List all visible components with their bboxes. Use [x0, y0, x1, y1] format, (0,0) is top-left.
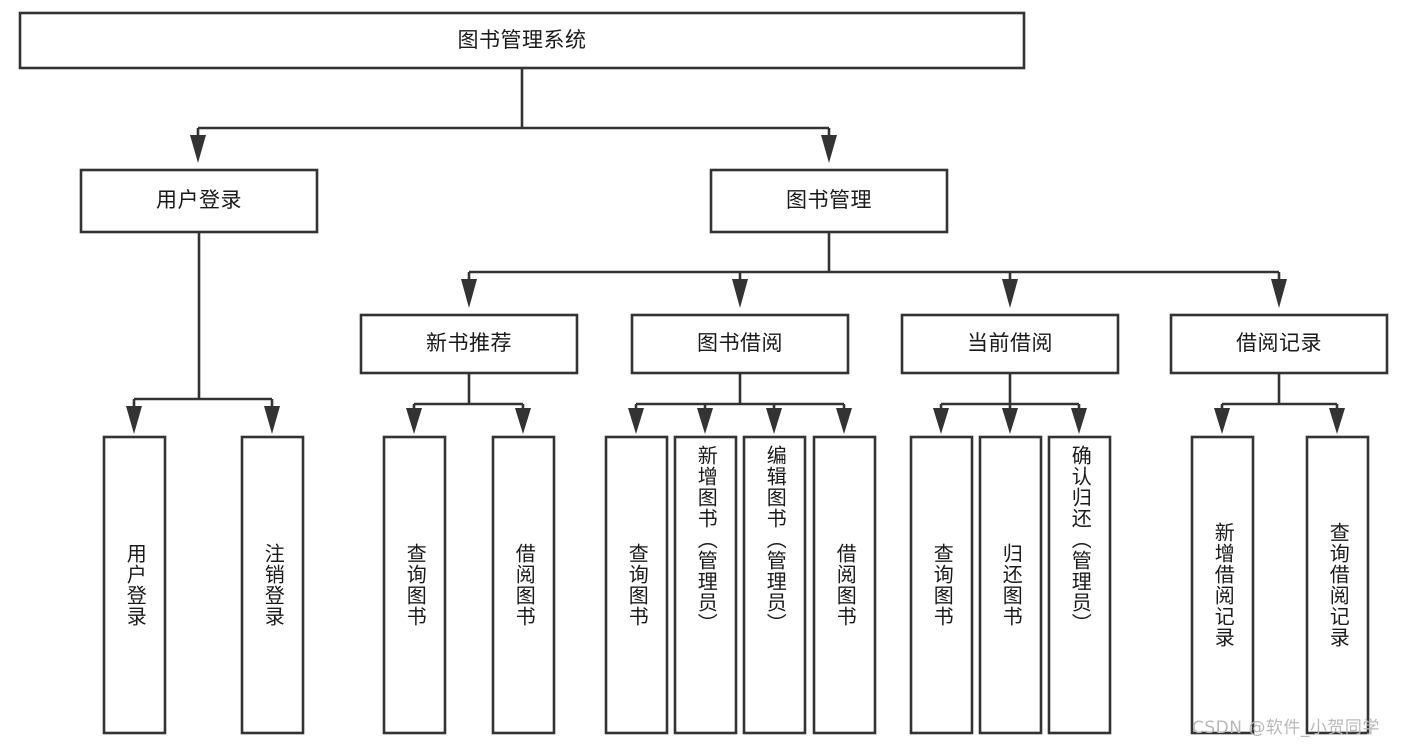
- arrowhead-to-leaf-edit-book: [766, 408, 782, 434]
- leaf-box-logout[interactable]: [240, 435, 305, 735]
- leaf-box-borrow-book-2[interactable]: [812, 435, 877, 735]
- leaf-box-user-login[interactable]: [102, 435, 167, 735]
- arrowhead-to-new-book-rec: [461, 279, 477, 308]
- leaf-box-query-book-1[interactable]: [382, 435, 447, 735]
- node-user-login-box[interactable]: [79, 168, 319, 234]
- leaf-box-query-record[interactable]: [1305, 435, 1370, 735]
- arrowhead-to-leaf-query-book-2: [628, 408, 644, 434]
- arrowhead-to-leaf-add-record: [1214, 408, 1230, 434]
- node-new-book-rec-box[interactable]: [359, 313, 579, 375]
- leaf-box-query-book-2[interactable]: [604, 435, 669, 735]
- arrowhead-to-user-login: [190, 135, 206, 163]
- node-current-borrow-box[interactable]: [900, 313, 1120, 375]
- leaf-box-confirm-return[interactable]: [1047, 435, 1112, 735]
- arrowhead-to-leaf-confirm-return: [1071, 408, 1087, 434]
- node-borrow-record-box[interactable]: [1169, 313, 1389, 375]
- arrowhead-to-leaf-user-login: [126, 406, 142, 434]
- leaf-box-query-book-3[interactable]: [909, 435, 974, 735]
- node-book-borrow-box[interactable]: [630, 313, 850, 375]
- arrowhead-to-leaf-add-book: [697, 408, 713, 434]
- arrowhead-to-leaf-borrow-book-2: [836, 408, 852, 434]
- leaf-box-add-book[interactable]: [673, 435, 738, 735]
- arrowhead-to-leaf-return-book: [1002, 408, 1018, 434]
- arrowhead-to-leaf-query-book-3: [933, 408, 949, 434]
- arrowhead-to-leaf-borrow-book-1: [515, 408, 531, 434]
- arrowhead-to-current-borrow: [1002, 279, 1018, 308]
- arrowhead-to-book-manage: [821, 135, 837, 163]
- arrowhead-to-borrow-record: [1271, 279, 1287, 308]
- arrowhead-to-leaf-logout: [264, 406, 280, 434]
- leaf-box-return-book[interactable]: [978, 435, 1043, 735]
- arrowhead-to-leaf-query-record: [1329, 408, 1345, 434]
- leaf-box-edit-book[interactable]: [742, 435, 807, 735]
- arrowhead-to-leaf-query-book-1: [406, 408, 422, 434]
- leaf-box-add-record[interactable]: [1190, 435, 1255, 735]
- node-book-manage-box[interactable]: [709, 168, 949, 234]
- node-root-box[interactable]: [18, 11, 1026, 70]
- leaf-box-borrow-book-1[interactable]: [491, 435, 556, 735]
- arrowhead-to-book-borrow: [732, 279, 748, 308]
